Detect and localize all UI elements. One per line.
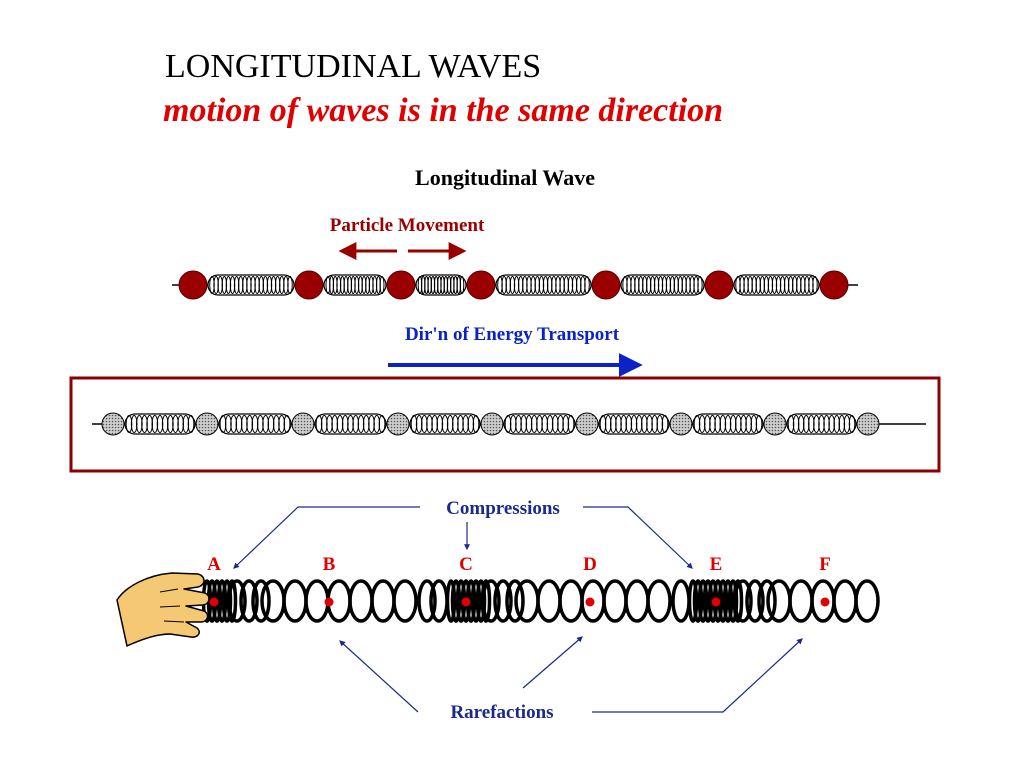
spring-segment bbox=[503, 413, 576, 435]
particle-ball bbox=[466, 270, 496, 300]
spring-segment bbox=[598, 413, 670, 435]
particle-spring-chain bbox=[172, 270, 858, 300]
point-marker bbox=[585, 597, 595, 607]
particle-ball bbox=[591, 270, 621, 300]
point-marker bbox=[711, 597, 721, 607]
dotted-particle bbox=[856, 412, 880, 436]
point-label-e: E bbox=[710, 554, 723, 575]
spring-segment bbox=[124, 413, 196, 435]
spring-segment bbox=[786, 413, 857, 435]
slide-subtitle: motion of waves is in the same direction bbox=[163, 92, 724, 129]
dotted-particle bbox=[575, 412, 599, 436]
spring-segment bbox=[323, 274, 387, 296]
slide-title: LONGITUDINAL WAVES bbox=[165, 48, 542, 85]
spring-segment bbox=[733, 274, 820, 296]
point-marker bbox=[820, 597, 830, 607]
dotted-particle bbox=[386, 412, 410, 436]
particle-movement-label: Particle Movement bbox=[330, 215, 485, 236]
compression-pointer-a bbox=[233, 506, 420, 569]
particle-ball bbox=[704, 270, 734, 300]
rarefaction-pointer-d bbox=[522, 636, 583, 689]
particle-ball bbox=[386, 270, 416, 300]
hand-icon bbox=[116, 572, 210, 647]
spring-segment bbox=[314, 413, 387, 435]
energy-transport-label: Dir'n of Energy Transport bbox=[405, 324, 620, 345]
dotted-particle bbox=[480, 412, 504, 436]
dotted-particle bbox=[669, 412, 693, 436]
particle-ball bbox=[819, 270, 849, 300]
dotted-particle bbox=[101, 412, 125, 436]
dotted-particle bbox=[763, 412, 787, 436]
spring-segment bbox=[218, 413, 292, 435]
dotted-spring-chain bbox=[92, 412, 926, 436]
spring-segment bbox=[207, 274, 295, 296]
figure-heading: Longitudinal Wave bbox=[415, 165, 595, 190]
animation-frame bbox=[69, 376, 941, 473]
rarefaction-pointer-b bbox=[339, 640, 419, 713]
point-marker bbox=[461, 597, 471, 607]
point-label-c: C bbox=[459, 554, 473, 575]
spring-segment bbox=[409, 413, 481, 435]
compression-pointer-e bbox=[583, 506, 693, 569]
slinky-coil bbox=[201, 579, 880, 623]
spring-segment bbox=[620, 274, 705, 296]
point-label-f: F bbox=[819, 554, 831, 575]
point-marker bbox=[324, 597, 334, 607]
dotted-particle bbox=[195, 412, 219, 436]
compressions-label: Compressions bbox=[446, 498, 560, 519]
point-label-d: D bbox=[583, 554, 597, 575]
particle-ball bbox=[178, 270, 208, 300]
spring-segment bbox=[692, 413, 764, 435]
rarefactions-label: Rarefactions bbox=[450, 702, 553, 723]
point-label-b: B bbox=[323, 554, 336, 575]
dotted-particle bbox=[291, 412, 315, 436]
spring-segment bbox=[415, 274, 467, 296]
rarefaction-pointer-f bbox=[592, 638, 803, 713]
point-label-a: A bbox=[207, 554, 221, 575]
point-marker bbox=[209, 597, 219, 607]
spring-segment bbox=[495, 274, 592, 296]
particle-ball bbox=[294, 270, 324, 300]
